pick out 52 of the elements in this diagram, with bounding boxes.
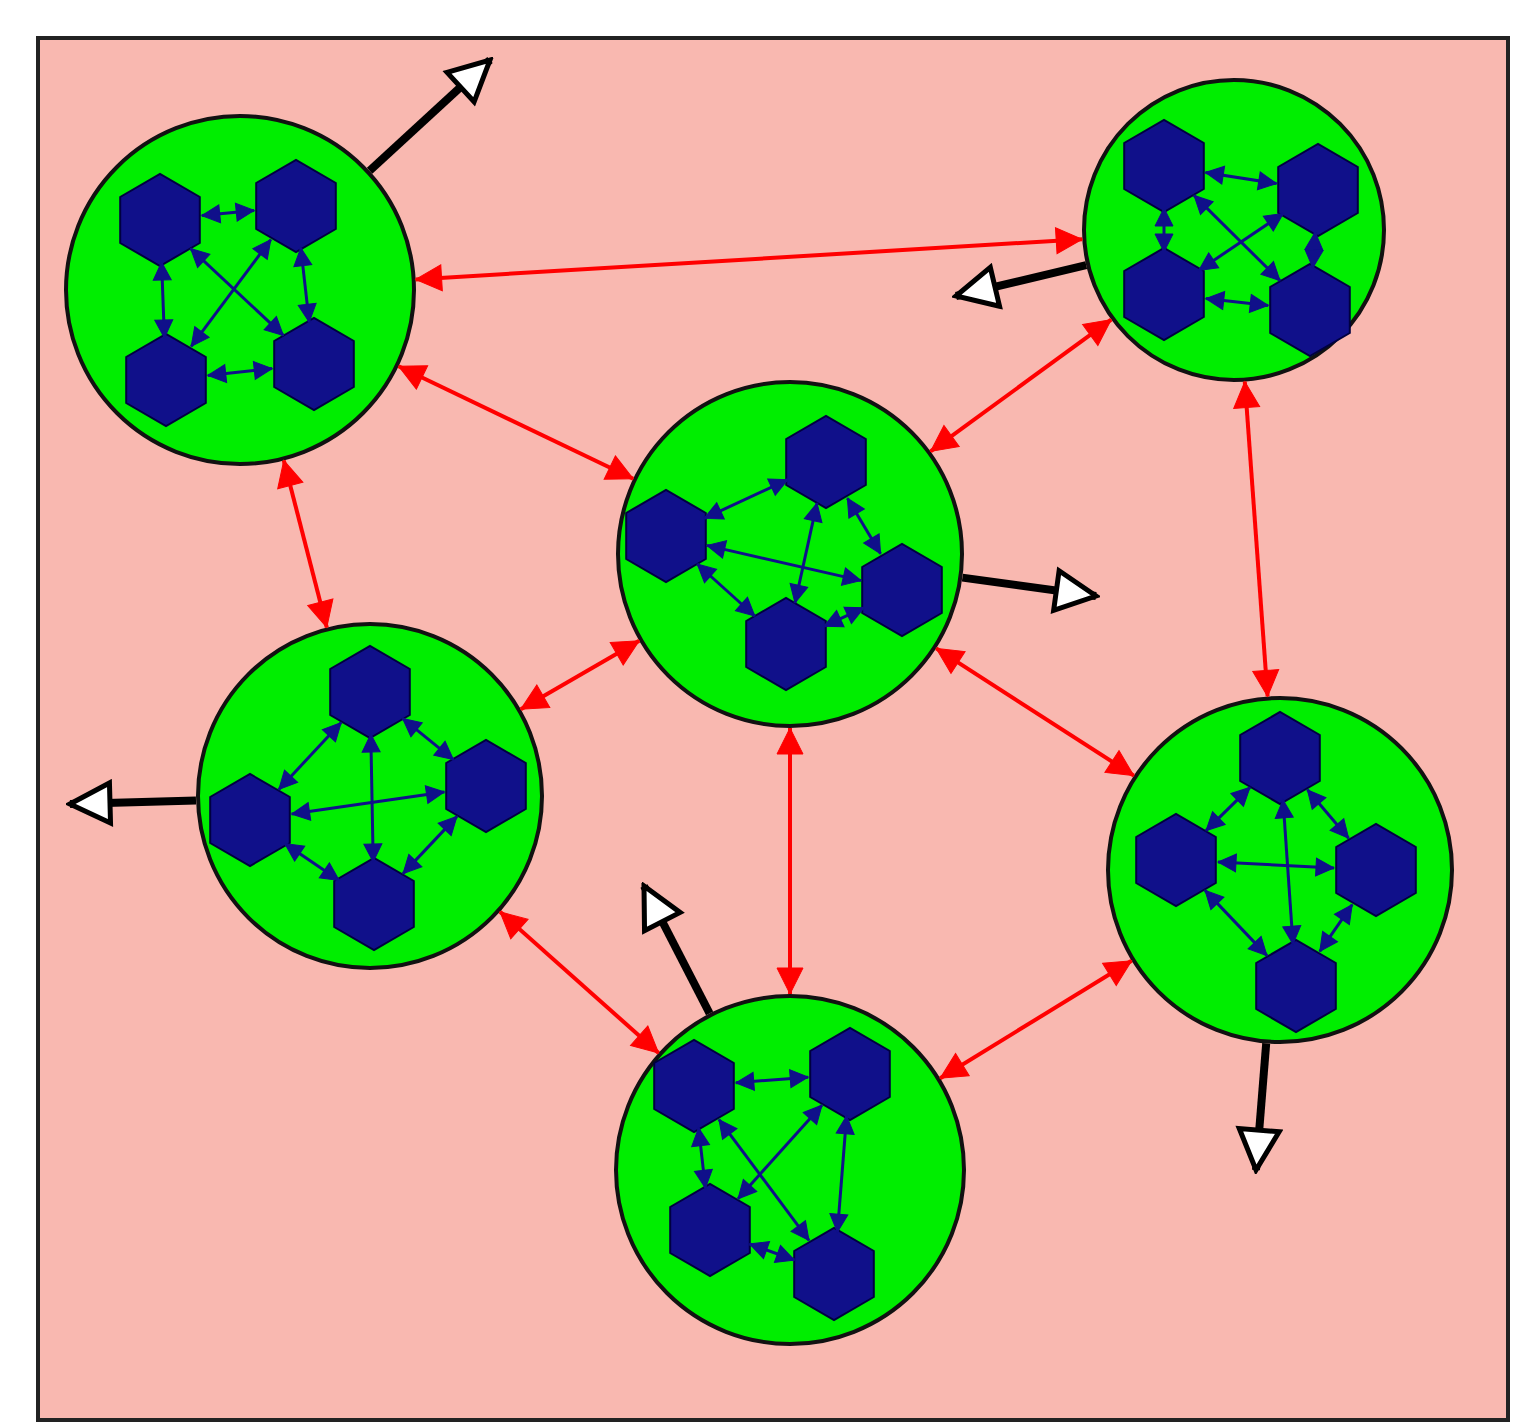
double-arrow — [749, 1241, 795, 1263]
double-arrow — [935, 646, 1135, 778]
double-arrow — [829, 1115, 855, 1233]
double-arrow — [1154, 207, 1174, 253]
double-arrow — [201, 202, 255, 224]
arrow — [640, 883, 714, 1016]
double-arrow — [1204, 786, 1252, 832]
double-arrow — [939, 959, 1133, 1080]
double-arrow — [401, 717, 455, 761]
double-arrow — [776, 727, 804, 995]
double-arrow — [846, 497, 882, 555]
double-arrow — [735, 1069, 809, 1091]
double-arrow — [283, 842, 341, 882]
double-arrow — [717, 1118, 811, 1242]
double-arrow — [277, 721, 343, 791]
double-arrow — [736, 1104, 824, 1200]
double-arrow — [152, 261, 174, 339]
arrow — [1236, 1043, 1282, 1173]
double-arrow — [397, 364, 635, 481]
double-arrow — [1192, 194, 1282, 282]
double-arrow — [293, 247, 317, 323]
double-arrow — [1217, 853, 1335, 877]
double-arrow — [498, 910, 660, 1055]
arrow — [67, 780, 197, 826]
double-arrow — [401, 815, 459, 875]
double-arrow — [1203, 889, 1269, 957]
double-arrow — [696, 562, 756, 618]
double-arrow — [277, 459, 334, 628]
double-arrow — [789, 502, 823, 604]
double-arrow — [291, 785, 445, 821]
double-arrow — [823, 606, 865, 628]
double-arrow — [1197, 212, 1285, 272]
double-arrow — [1318, 903, 1354, 953]
double-arrow — [1306, 788, 1350, 840]
double-arrow — [1233, 381, 1280, 697]
double-arrow — [1304, 231, 1324, 269]
double-arrow — [1274, 799, 1302, 945]
double-arrow — [207, 361, 273, 383]
double-arrow — [691, 1127, 713, 1189]
double-arrow — [190, 238, 272, 348]
double-arrow — [189, 247, 285, 337]
arrow — [953, 261, 1088, 309]
double-arrow — [1204, 165, 1278, 191]
double-arrow — [706, 540, 862, 586]
arrow — [366, 57, 493, 174]
double-arrow — [415, 227, 1083, 292]
double-arrow — [703, 478, 789, 520]
double-arrow — [1205, 291, 1269, 313]
arrow — [961, 568, 1099, 613]
double-arrow — [361, 733, 383, 863]
double-arrow — [929, 318, 1113, 453]
double-arrow — [519, 639, 641, 711]
